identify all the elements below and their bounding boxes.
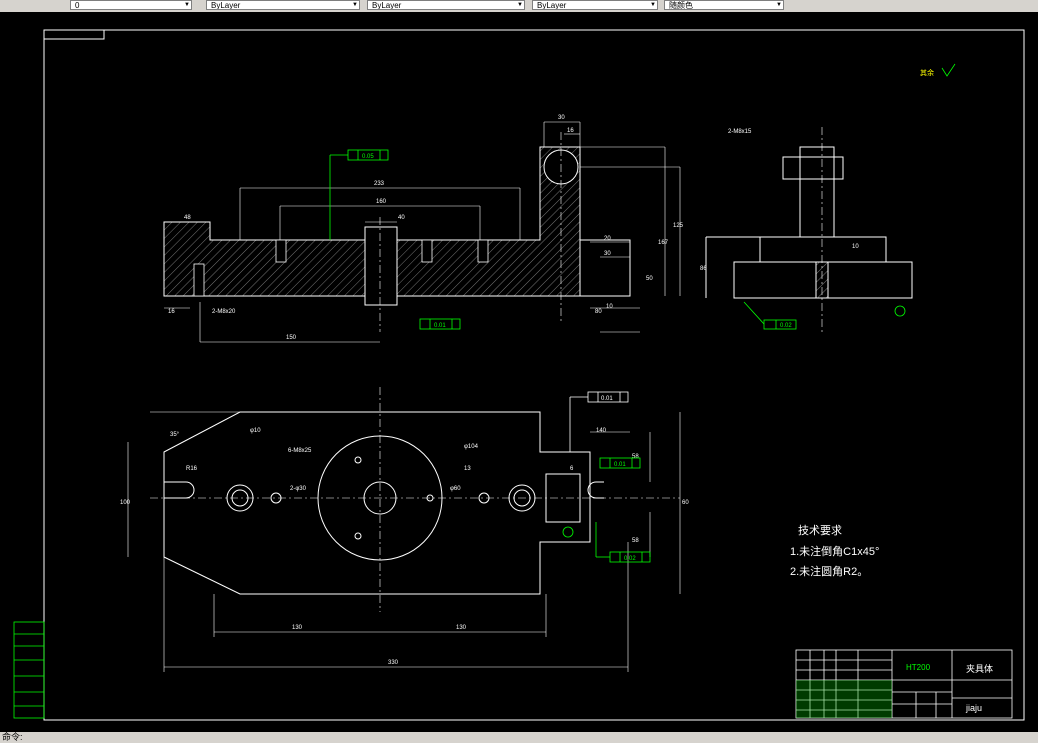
svg-text:10: 10	[606, 304, 613, 310]
svg-text:6-M8x25: 6-M8x25	[288, 448, 312, 454]
color-combo[interactable]: ByLayer ▼	[206, 0, 360, 10]
svg-text:160: 160	[376, 199, 387, 205]
svg-text:86: 86	[700, 266, 707, 272]
plan-view	[150, 387, 680, 612]
tech-title: 技术要求	[798, 524, 842, 537]
svg-text:40: 40	[398, 215, 405, 221]
svg-text:20: 20	[604, 236, 611, 242]
svg-text:10: 10	[852, 244, 859, 250]
chevron-down-icon[interactable]: ▼	[650, 2, 656, 8]
svg-text:58: 58	[632, 538, 639, 544]
svg-text:125: 125	[673, 223, 684, 229]
front-section-view	[163, 132, 631, 332]
drawing-canvas[interactable]: 其余 233 160 40 48 16 150 30 16	[0, 12, 1038, 732]
linetype-combo[interactable]: ByLayer ▼	[367, 0, 525, 10]
side-view	[705, 127, 913, 332]
side-tolerance-frame	[743, 301, 906, 330]
chevron-down-icon[interactable]: ▼	[352, 2, 358, 8]
svg-text:150: 150	[286, 335, 297, 341]
svg-text:30: 30	[558, 115, 565, 121]
side-tol-value: 0.02	[780, 323, 792, 329]
svg-text:48: 48	[184, 215, 191, 221]
plan-tol-value-2: 0.01	[614, 462, 626, 468]
svg-text:130: 130	[456, 625, 467, 631]
svg-text:58: 58	[632, 454, 639, 460]
tech-requirements: 技术要求 1.未注倒角C1x45° 2.未注圆角R2。	[790, 524, 879, 578]
corner-tag-box	[43, 29, 105, 40]
drawing-border	[43, 29, 1025, 721]
tech-item-1: 1.未注倒角C1x45°	[790, 544, 879, 558]
svg-text:100: 100	[120, 500, 131, 506]
command-line[interactable]: 命令:	[0, 732, 1038, 743]
title-block-fill	[796, 680, 892, 718]
svg-text:2-M8x15: 2-M8x15	[728, 129, 752, 135]
svg-text:16: 16	[567, 128, 574, 134]
lineweight-combo-value: ByLayer	[537, 1, 567, 10]
lineweight-combo[interactable]: ByLayer ▼	[532, 0, 658, 10]
plan-tolerance-frame-white	[569, 391, 629, 452]
plan-dim-text: 330 130 130 100 60 58 58 φ104 φ60 φ10 6-…	[120, 428, 689, 666]
svg-text:60: 60	[682, 500, 689, 506]
roughness-note: 其余	[920, 68, 934, 77]
plan-dimensions	[127, 411, 681, 672]
chevron-down-icon[interactable]: ▼	[776, 2, 782, 8]
svg-text:6: 6	[570, 466, 574, 472]
revision-table	[13, 621, 45, 719]
svg-text:233: 233	[374, 181, 385, 187]
svg-text:140: 140	[596, 428, 607, 434]
chevron-down-icon[interactable]: ▼	[517, 2, 523, 8]
svg-text:130: 130	[292, 625, 303, 631]
front-tol-value-1: 0.05	[362, 154, 374, 160]
plotstyle-combo[interactable]: 随颜色 ▼	[664, 0, 784, 10]
plan-tol-value-3: 0.02	[624, 556, 636, 562]
color-combo-value: ByLayer	[211, 1, 241, 10]
svg-text:2-M8x20: 2-M8x20	[212, 309, 236, 315]
front-dimensions	[164, 121, 681, 343]
chevron-down-icon[interactable]: ▼	[184, 2, 190, 8]
svg-text:80: 80	[595, 309, 602, 315]
linetype-combo-value: ByLayer	[372, 1, 402, 10]
side-dim-text: 2-M8x15 86 10	[700, 129, 859, 272]
layer-combo-value: 0	[75, 1, 80, 10]
svg-text:2-φ30: 2-φ30	[290, 486, 307, 492]
svg-text:R16: R16	[186, 466, 198, 472]
svg-text:167: 167	[658, 240, 669, 246]
title-block	[795, 649, 1013, 719]
plotstyle-combo-value: 随颜色	[669, 1, 693, 10]
svg-text:330: 330	[388, 660, 399, 666]
svg-text:φ10: φ10	[250, 428, 261, 434]
roughness-symbol-icon	[941, 63, 956, 77]
front-tol-value-2: 0.01	[434, 323, 446, 329]
command-prompt: 命令:	[2, 732, 23, 742]
svg-text:35°: 35°	[170, 432, 180, 438]
tech-item-2: 2.未注圆角R2。	[790, 564, 868, 578]
plan-tolerance-frames-green	[562, 457, 651, 563]
svg-text:16: 16	[168, 309, 175, 315]
plan-tol-value-1: 0.01	[601, 396, 613, 402]
front-tolerance-frames	[329, 149, 461, 330]
cad-drawing: 其余 233 160 40 48 16 150 30 16	[13, 29, 1025, 721]
part-name: 夹具体	[966, 663, 993, 674]
front-dim-text: 233 160 40 48 16 150 30 16 80 10 20 30 5…	[168, 115, 684, 341]
material-label: HT200	[906, 663, 931, 672]
svg-text:30: 30	[604, 251, 611, 257]
svg-text:φ60: φ60	[450, 486, 461, 492]
svg-text:13: 13	[464, 466, 471, 472]
layer-combo[interactable]: 0 ▼	[70, 0, 192, 10]
svg-text:φ104: φ104	[464, 444, 479, 450]
svg-text:50: 50	[646, 276, 653, 282]
drawing-number: jiaju	[965, 703, 982, 713]
properties-toolbar: 0 ▼ ByLayer ▼ ByLayer ▼ ByLayer ▼ 随颜色 ▼	[0, 0, 1038, 13]
